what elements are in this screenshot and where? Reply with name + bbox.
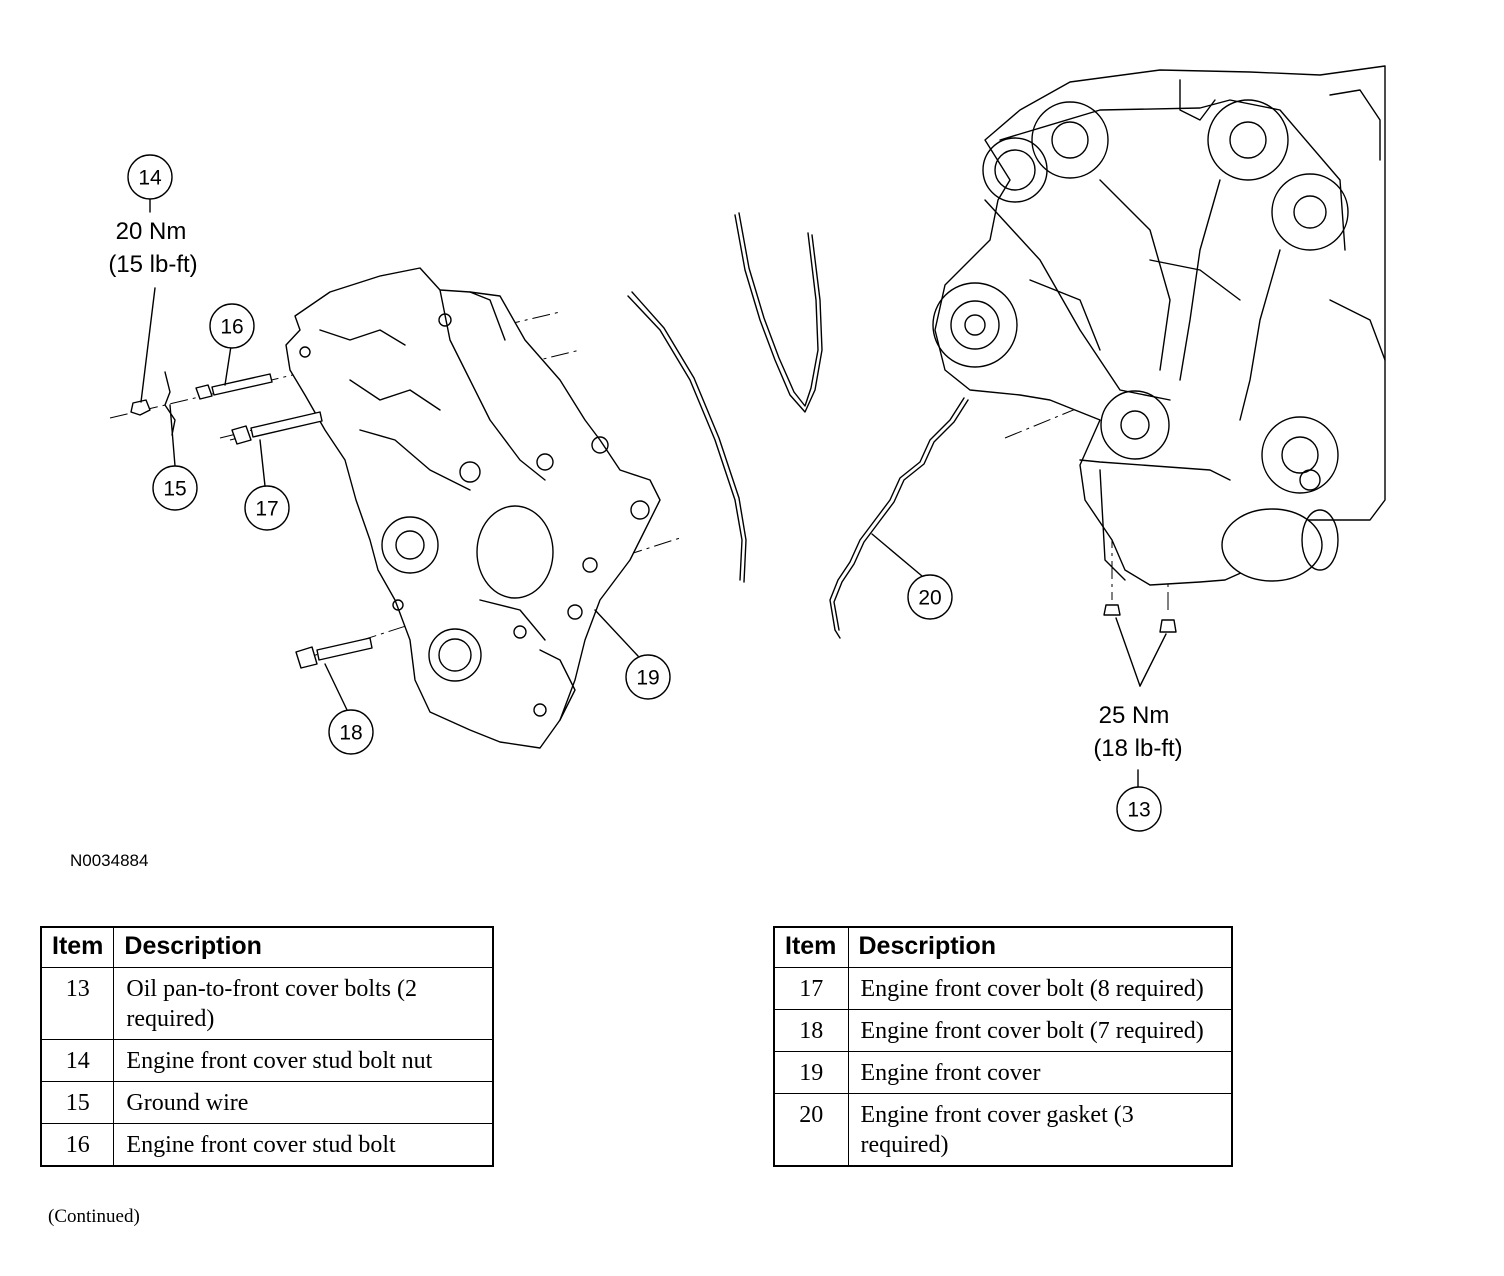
callout-20: 20 <box>907 574 953 620</box>
continued-note: (Continued) <box>48 1206 140 1227</box>
item-description: Engine front cover stud bolt nut <box>113 1039 494 1082</box>
item-number: 16 <box>40 1123 115 1167</box>
callout-16: 16 <box>209 303 255 349</box>
fastener-drawings <box>130 371 1177 669</box>
table-row: 13 Oil pan-to-front cover bolts (2 requi… <box>40 967 494 1040</box>
callout-number: 20 <box>918 587 941 610</box>
callout-number: 14 <box>138 167 162 190</box>
item-description: Oil pan-to-front cover bolts (2 required… <box>113 967 494 1040</box>
table-row: 18 Engine front cover bolt (7 required) <box>773 1009 1233 1052</box>
item-number: 17 <box>773 967 849 1010</box>
table-row: 15 Ground wire <box>40 1081 494 1124</box>
callout-19: 19 <box>625 654 671 700</box>
callout-number: 13 <box>1127 799 1150 822</box>
callout-15: 15 <box>152 465 198 511</box>
column-header-item: Item <box>773 926 849 968</box>
item-description: Engine front cover bolt (8 required) <box>847 967 1233 1010</box>
table-row: 19 Engine front cover <box>773 1051 1233 1094</box>
torque-lower-lbft: (18 lb-ft) <box>1093 735 1182 762</box>
item-number: 14 <box>40 1039 115 1082</box>
figure-id: N0034884 <box>70 851 148 870</box>
torque-lower-nm: 25 Nm <box>1099 702 1170 729</box>
engine-assembly-drawing <box>932 65 1386 586</box>
engine-front-cover-drawing <box>285 267 661 749</box>
item-number: 19 <box>773 1051 849 1094</box>
legend-table-right: Item Description 17 Engine front cover b… <box>773 926 1233 1167</box>
table-header-row: Item Description <box>773 926 1233 968</box>
callout-number: 15 <box>163 478 186 501</box>
table-row: 20 Engine front cover gasket (3 required… <box>773 1093 1233 1167</box>
item-description: Engine front cover gasket (3 required) <box>847 1093 1233 1167</box>
item-number: 20 <box>773 1093 849 1167</box>
table-header-row: Item Description <box>40 926 494 968</box>
column-header-description: Description <box>847 926 1233 968</box>
column-header-item: Item <box>40 926 115 968</box>
item-description: Engine front cover <box>847 1051 1233 1094</box>
callout-17: 17 <box>244 485 290 531</box>
item-number: 15 <box>40 1081 115 1124</box>
table-row: 17 Engine front cover bolt (8 required) <box>773 967 1233 1010</box>
item-number: 18 <box>773 1009 849 1052</box>
table-row: 16 Engine front cover stud bolt <box>40 1123 494 1167</box>
callout-number: 18 <box>339 722 362 745</box>
legend-table-left: Item Description 13 Oil pan-to-front cov… <box>40 926 494 1167</box>
table-row: 14 Engine front cover stud bolt nut <box>40 1039 494 1082</box>
leader-lines <box>140 197 1167 789</box>
callout-18: 18 <box>328 709 374 755</box>
item-description: Engine front cover stud bolt <box>113 1123 494 1167</box>
torque-upper-lbft: (15 lb-ft) <box>108 251 197 278</box>
column-header-description: Description <box>113 926 494 968</box>
torque-upper-nm: 20 Nm <box>116 218 187 245</box>
gasket-drawings <box>627 212 969 639</box>
callout-number: 19 <box>636 667 659 690</box>
item-number: 13 <box>40 967 115 1040</box>
item-description: Engine front cover bolt (7 required) <box>847 1009 1233 1052</box>
item-description: Ground wire <box>113 1081 494 1124</box>
callout-14: 14 <box>127 154 173 200</box>
callout-13: 13 <box>1116 786 1162 832</box>
callout-number: 16 <box>220 316 243 339</box>
callout-number: 17 <box>255 498 278 521</box>
